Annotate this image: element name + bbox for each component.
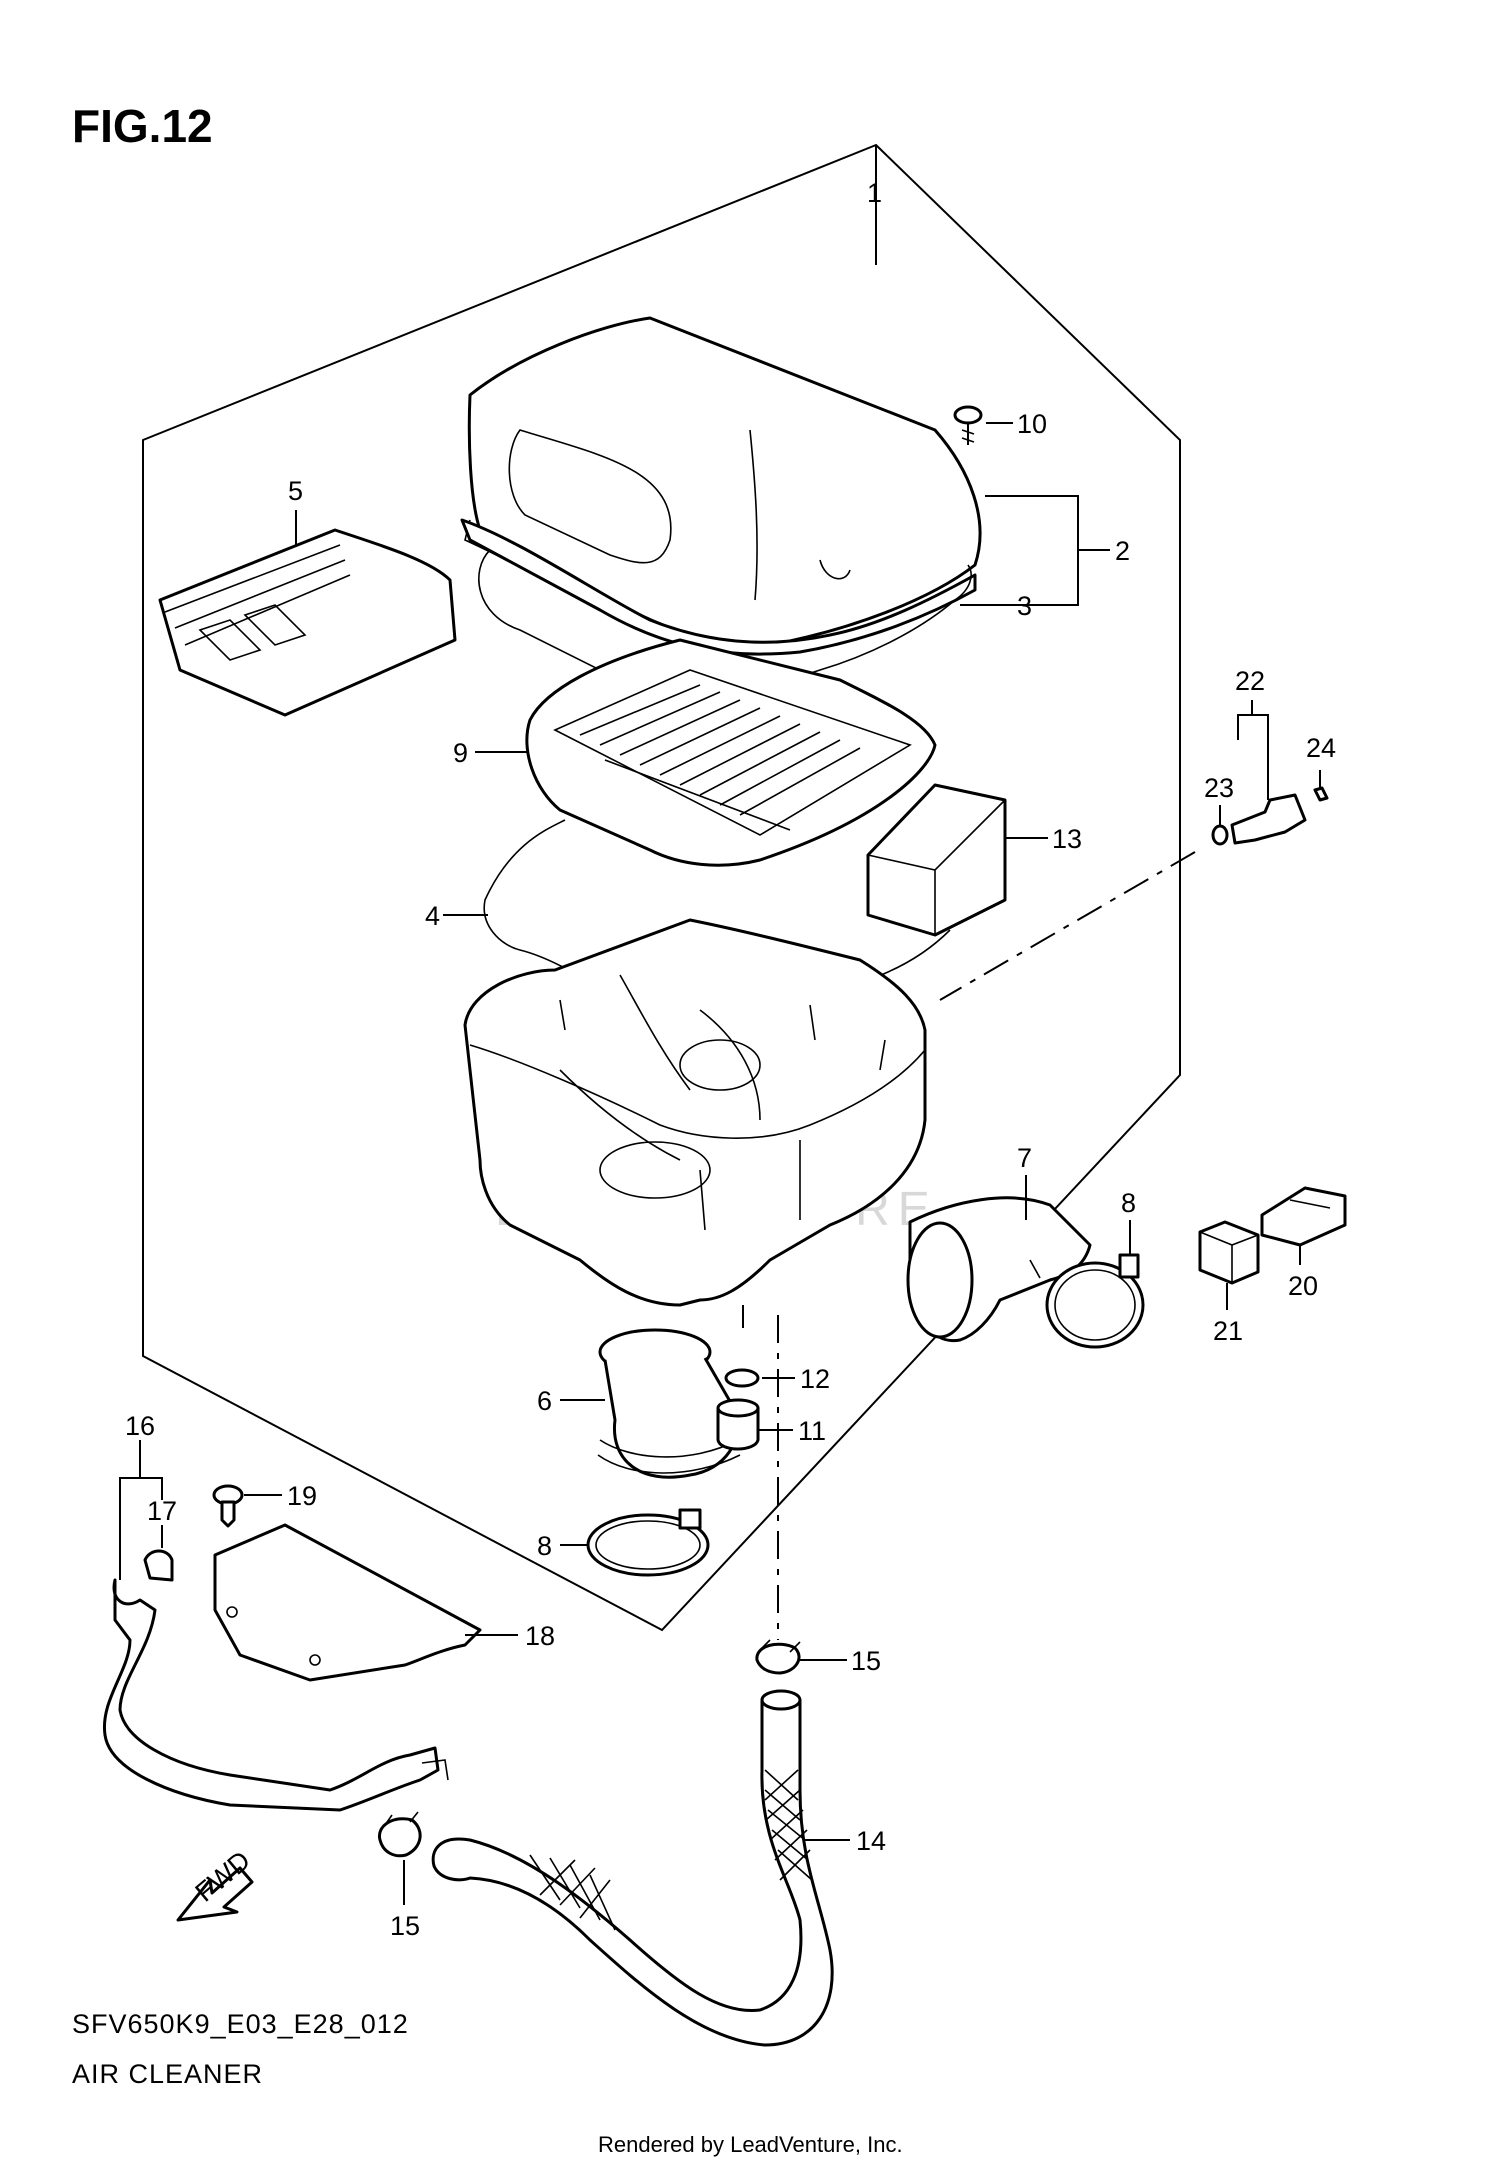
fwd-arrow-icon: FWD: [176, 1845, 256, 1922]
hose-clip-15-lower: [378, 1811, 422, 1858]
airbox-housing: [463, 918, 927, 1328]
intake-funnel: [597, 1328, 741, 1479]
callout-23: 23: [1204, 773, 1234, 803]
callout-9: 9: [453, 738, 468, 768]
hose-clamp-8-upper: [1045, 1253, 1145, 1349]
callout-21: 21: [1213, 1316, 1243, 1346]
airbox-cover: [460, 316, 982, 656]
breather-pipe: [102, 1549, 449, 1812]
callout-6: 6: [537, 1386, 552, 1416]
callout-8-lower: 8: [537, 1531, 552, 1561]
callout-3: 3: [1017, 591, 1032, 621]
elbow-duct: [906, 1196, 1092, 1343]
drain-hose: [431, 1689, 834, 2047]
screw-10: [953, 405, 983, 445]
assembly-outline: [142, 143, 1181, 1632]
connector-20: [1260, 1186, 1347, 1247]
callout-12: 12: [800, 1364, 830, 1394]
o-ring-12: [724, 1368, 760, 1388]
figure-name: AIR CLEANER: [72, 2059, 263, 2089]
callout-19: 19: [287, 1481, 317, 1511]
figure-title: FIG.12: [72, 100, 213, 152]
callout-11: 11: [798, 1416, 826, 1446]
callout-1: 1: [867, 178, 882, 208]
callout-18: 18: [525, 1621, 555, 1651]
callout-7: 7: [1017, 1143, 1032, 1173]
rendered-by: Rendered by LeadVenture, Inc.: [598, 2132, 903, 2157]
cover-plate: [213, 1523, 482, 1682]
intake-duct: [158, 528, 457, 717]
connector-21: [1198, 1220, 1260, 1285]
callout-2: 2: [1115, 536, 1130, 566]
air-filter-element: [525, 638, 937, 867]
callout-20: 20: [1288, 1271, 1318, 1301]
callout-4: 4: [425, 901, 440, 931]
callout-15-upper: 15: [851, 1646, 881, 1676]
hose-clip-15-upper: [755, 1639, 801, 1675]
callout-16: 16: [125, 1411, 155, 1441]
hose-clamp-8-lower: [586, 1508, 710, 1577]
callout-13: 13: [1052, 824, 1082, 854]
callout-10: 10: [1017, 409, 1047, 439]
leader-lines: [119, 210, 1321, 1905]
callout-14: 14: [856, 1826, 886, 1856]
callout-15-lower: 15: [390, 1911, 420, 1941]
figure-code: SFV650K9_E03_E28_012: [72, 2009, 409, 2039]
callout-8-upper: 8: [1121, 1188, 1136, 1218]
callout-5: 5: [288, 476, 303, 506]
callout-17: 17: [147, 1496, 177, 1526]
foam-block: [866, 783, 1007, 937]
push-clip-19: [212, 1484, 244, 1528]
callout-24: 24: [1306, 733, 1336, 763]
drain-plug-11: [716, 1398, 760, 1451]
callout-22: 22: [1235, 666, 1265, 696]
intake-sensor: [1211, 786, 1329, 846]
